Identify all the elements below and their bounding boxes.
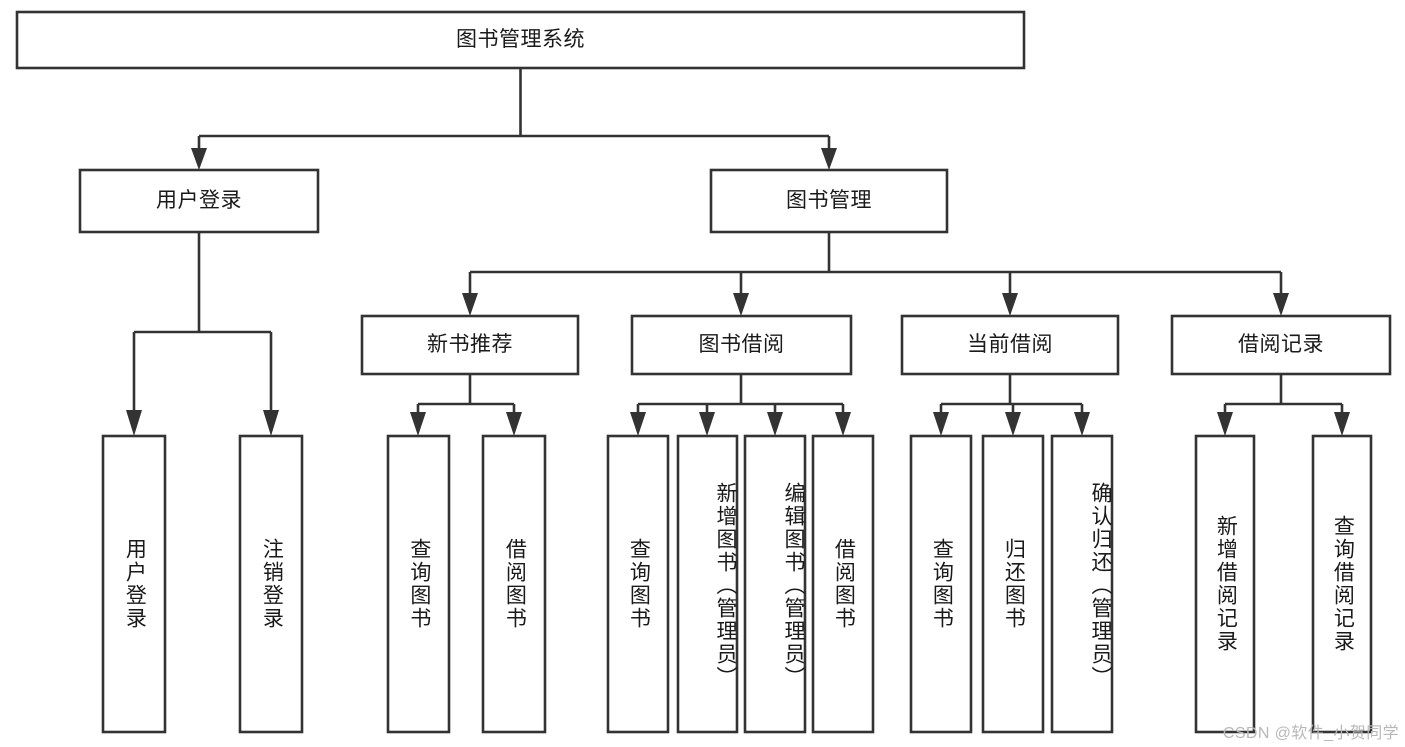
arrowhead-leaf-0 (126, 410, 142, 436)
arrowhead-book-borrow (733, 293, 749, 316)
arrowhead-leaf-6 (767, 412, 783, 436)
node-box-root[interactable] (15, 10, 1026, 70)
arrowhead-leaf-1 (263, 410, 279, 436)
arrowhead-current-borrow (1002, 293, 1018, 316)
leaf-box-9[interactable] (981, 434, 1045, 734)
leaf-box-6[interactable] (743, 434, 807, 734)
arrowhead-leaf-8 (933, 412, 949, 436)
watermark-text: CSDN @软件_小贺同学 (1222, 725, 1399, 742)
leaf-box-4[interactable] (606, 434, 670, 734)
arrowhead-leaf-7 (835, 412, 851, 436)
leaf-box-2[interactable] (386, 434, 451, 734)
leaf-box-0[interactable] (101, 434, 167, 734)
arrowhead-leaf-10 (1074, 412, 1090, 436)
arrowhead-leaf-4 (630, 412, 646, 436)
leaf-box-8[interactable] (909, 434, 973, 734)
node-box-book-management[interactable] (709, 168, 949, 234)
arrowhead-borrow-record (1273, 293, 1289, 316)
arrowhead-leaf-2 (410, 412, 426, 436)
leaf-box-3[interactable] (481, 434, 547, 734)
node-box-new-book-recommend[interactable] (360, 314, 580, 376)
arrowhead-leaf-5 (699, 412, 715, 436)
arrowhead-book-management (821, 148, 837, 170)
arrowhead-leaf-9 (1005, 412, 1021, 436)
node-box-borrow-record[interactable] (1170, 314, 1392, 376)
leaf-box-10[interactable] (1050, 434, 1114, 734)
leaf-box-5[interactable] (676, 434, 739, 734)
leaf-box-12[interactable] (1311, 434, 1373, 734)
node-box-book-borrow[interactable] (630, 314, 853, 376)
arrowhead-user-login (191, 148, 207, 170)
leaf-box-1[interactable] (238, 434, 304, 734)
arrowhead-new-book-recommend (462, 293, 478, 316)
arrowhead-leaf-11 (1217, 412, 1233, 436)
leaf-box-11[interactable] (1194, 434, 1256, 734)
leaf-box-7[interactable] (811, 434, 875, 734)
arrowhead-leaf-3 (506, 412, 522, 436)
node-box-current-borrow[interactable] (900, 314, 1120, 376)
node-box-user-login[interactable] (78, 168, 320, 234)
arrowhead-leaf-12 (1334, 412, 1350, 436)
